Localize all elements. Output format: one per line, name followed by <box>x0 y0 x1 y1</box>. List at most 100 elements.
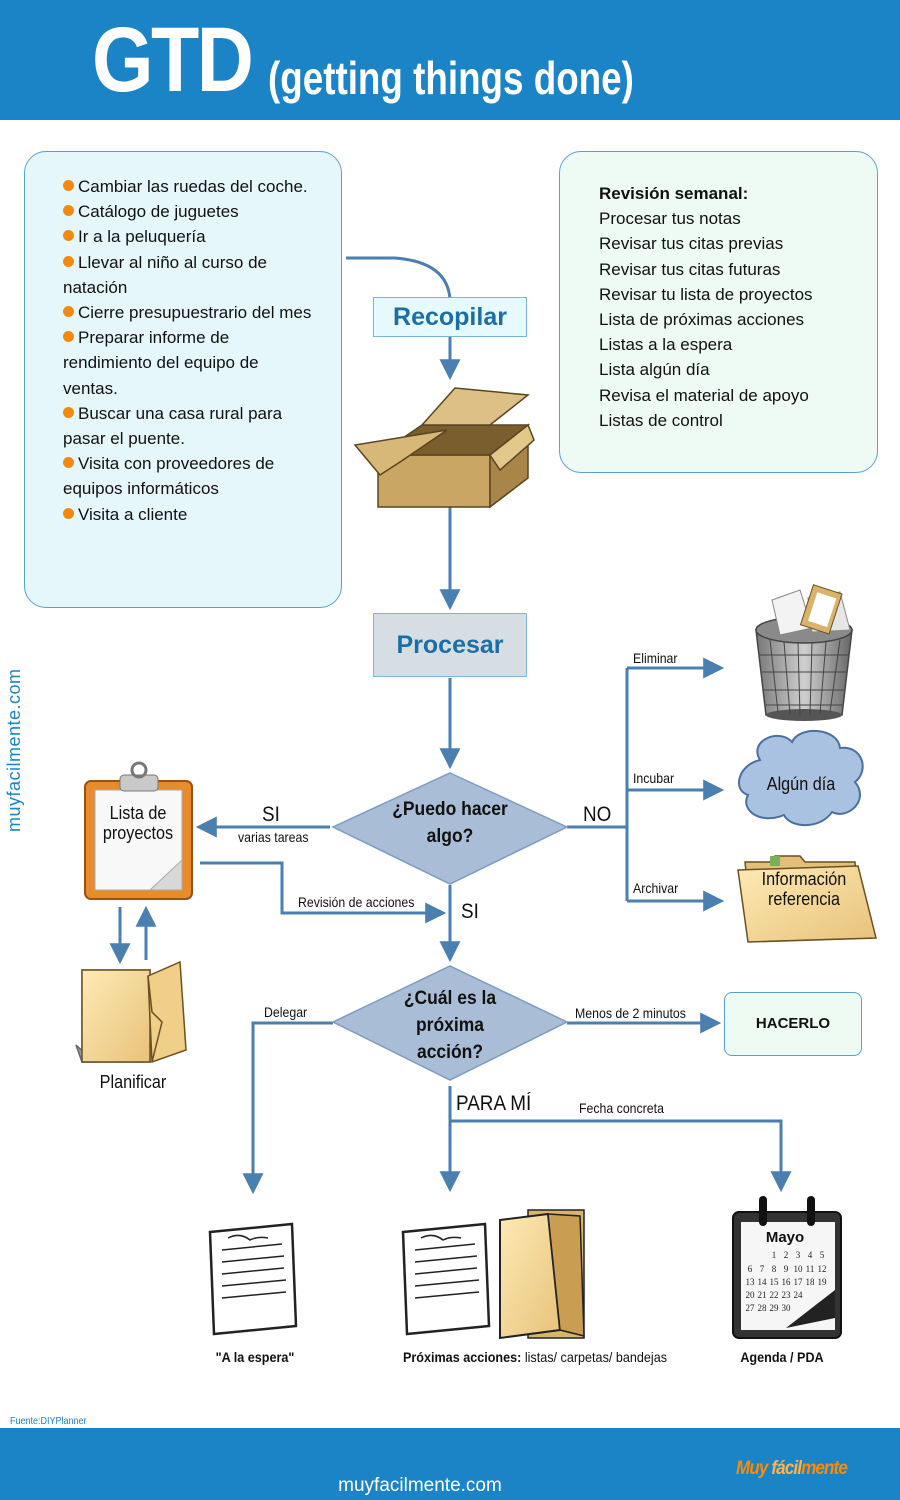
caption-proximas-acciones: Próximas acciones: listas/ carpetas/ ban… <box>402 1349 668 1365</box>
svg-text:20: 20 <box>746 1290 756 1300</box>
caption-agenda: Agenda / PDA <box>740 1349 824 1365</box>
task-text: Cambiar las ruedas del coche. <box>78 177 308 196</box>
svg-text:24: 24 <box>794 1290 804 1300</box>
label-para-mi: PARA MÍ <box>456 1092 532 1115</box>
task-list: Cambiar las ruedas del coche.Catálogo de… <box>63 174 313 527</box>
review-item: Revisar tus citas futuras <box>599 259 781 279</box>
svg-text:21: 21 <box>758 1290 767 1300</box>
svg-text:29: 29 <box>770 1303 780 1313</box>
task-text: Visita con proveedores de equipos inform… <box>63 454 275 499</box>
task-item: Cierre presupuestrario del mes <box>63 300 313 325</box>
next-actions-folder-icon <box>499 1209 585 1340</box>
task-text: Visita a cliente <box>78 504 188 524</box>
svg-text:30: 30 <box>782 1303 792 1313</box>
weekly-review-title: Revisión semanal: <box>599 184 749 203</box>
waiting-document-icon <box>208 1222 298 1336</box>
cloud-icon <box>738 729 864 827</box>
label-no: NO <box>583 803 612 826</box>
svg-text:27: 27 <box>746 1303 756 1313</box>
label-varias-tareas: varias tareas <box>238 829 309 845</box>
calendar-month: Mayo <box>766 1229 804 1246</box>
review-item: Revisar tu lista de proyectos <box>599 284 813 304</box>
label-revision-acciones: Revisión de acciones <box>298 894 415 910</box>
svg-text:2: 2 <box>784 1250 789 1260</box>
bullet-icon <box>63 457 74 469</box>
label-delegar: Delegar <box>264 1004 308 1020</box>
footer-url-link[interactable]: muyfacilmente.com <box>338 1475 502 1496</box>
decision-diamond-accion <box>331 965 569 1081</box>
svg-text:18: 18 <box>806 1277 816 1287</box>
svg-text:13: 13 <box>746 1277 756 1287</box>
next-actions-document-icon <box>401 1222 491 1336</box>
plan-folder-icon <box>75 960 187 1064</box>
label-incubar: Incubar <box>633 770 675 786</box>
svg-text:12: 12 <box>818 1264 827 1274</box>
task-text: Buscar una casa rural para pasar el puen… <box>63 403 283 449</box>
header-bar: GTD (getting things done) <box>0 0 900 120</box>
svg-text:11: 11 <box>806 1264 815 1274</box>
inbox-box-icon <box>353 387 535 509</box>
task-item: Cambiar las ruedas del coche. <box>63 174 313 199</box>
planificar-label: Planificar <box>99 1072 167 1092</box>
label-menos-2-minutos: Menos de 2 minutos <box>575 1005 686 1021</box>
svg-text:1: 1 <box>772 1250 777 1260</box>
svg-text:17: 17 <box>794 1277 804 1287</box>
clipboard-icon <box>84 761 193 900</box>
svg-text:8: 8 <box>772 1264 777 1274</box>
svg-text:19: 19 <box>818 1277 828 1287</box>
task-item: Visita con proveedores de equipos inform… <box>63 451 313 501</box>
svg-text:15: 15 <box>770 1277 780 1287</box>
bullet-icon <box>63 306 74 318</box>
procesar-box: Procesar <box>373 613 527 677</box>
review-item: Listas de control <box>599 410 723 430</box>
svg-text:5: 5 <box>820 1250 825 1260</box>
bullet-icon <box>63 406 74 418</box>
bullet-icon <box>63 507 74 519</box>
svg-text:23: 23 <box>782 1290 792 1300</box>
task-text: Preparar informe de rendimiento del equi… <box>63 328 259 398</box>
bullet-icon <box>63 331 74 343</box>
task-item: Ir a la peluquería <box>63 224 313 249</box>
label-fecha-concreta: Fecha concreta <box>579 1100 664 1116</box>
arrow-revision-acciones <box>200 861 447 924</box>
svg-text:4: 4 <box>808 1250 813 1260</box>
svg-text:14: 14 <box>758 1277 768 1287</box>
source-note: Fuente:DIYPlanner <box>10 1416 87 1427</box>
svg-text:3: 3 <box>796 1250 801 1260</box>
svg-text:28: 28 <box>758 1303 768 1313</box>
calendar-icon <box>732 1196 842 1339</box>
svg-text:10: 10 <box>794 1264 804 1274</box>
decision-diamond-puedo <box>331 772 569 885</box>
arrow-delegar <box>242 1021 333 1195</box>
task-text: Ir a la peluquería <box>78 227 206 247</box>
svg-text:16: 16 <box>782 1277 792 1287</box>
bullet-icon <box>63 230 74 242</box>
trash-bin-icon <box>755 584 853 721</box>
reference-folder-icon <box>737 855 877 943</box>
bullet-icon <box>63 205 74 217</box>
clipboard-label: Lista de proyectos <box>102 803 174 843</box>
bullet-icon <box>63 180 74 191</box>
task-item: Llevar al niño al curso de natación <box>63 250 313 300</box>
review-item: Revisar tus citas previas <box>599 234 784 254</box>
task-item: Preparar informe de rendimiento del equi… <box>63 325 313 401</box>
page-subtitle: (getting things done) <box>268 52 634 104</box>
recopilar-box: Recopilar <box>373 297 527 337</box>
svg-text:9: 9 <box>784 1264 789 1274</box>
task-text: Llevar al niño al curso de natación <box>63 252 268 297</box>
page-title: GTD <box>92 9 254 111</box>
bullet-icon <box>63 255 74 267</box>
label-archivar: Archivar <box>633 880 679 896</box>
label-eliminar: Eliminar <box>633 650 678 666</box>
task-item: Visita a cliente <box>63 502 313 527</box>
task-inbox-panel: Cambiar las ruedas del coche.Catálogo de… <box>24 151 342 608</box>
brand-logo: Muy fácilmente <box>736 1458 848 1479</box>
svg-text:22: 22 <box>770 1290 779 1300</box>
review-item: Listas a la espera <box>599 335 733 355</box>
arrow-fecha-concreta <box>450 1119 792 1193</box>
review-item: Lista algún día <box>599 360 710 380</box>
task-text: Cierre presupuestrario del mes <box>78 303 312 323</box>
footer-bar: muyfacilmente.com Muy fácilmente <box>0 1428 900 1500</box>
